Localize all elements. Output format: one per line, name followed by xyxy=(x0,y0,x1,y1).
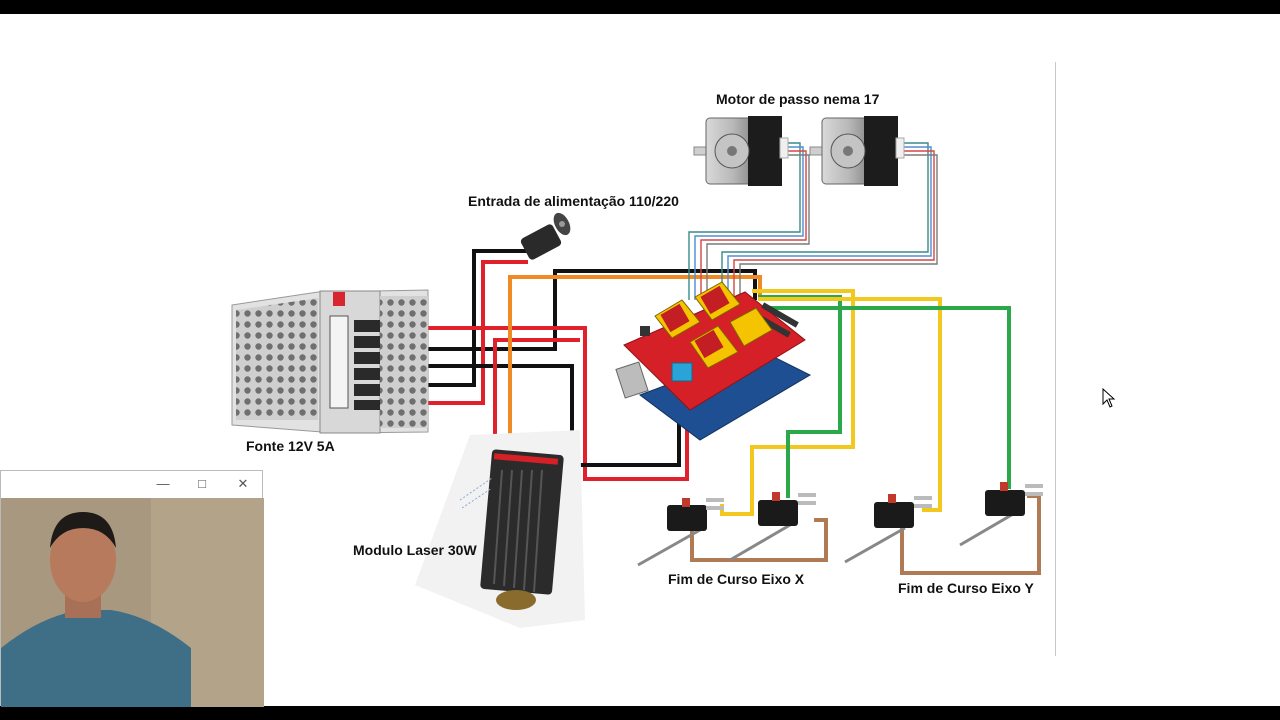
slide-divider xyxy=(1055,62,1056,656)
label-power-input: Entrada de alimentação 110/220 xyxy=(468,193,679,209)
presenter-image xyxy=(1,498,264,707)
label-psu: Fonte 12V 5A xyxy=(246,438,335,454)
label-motor: Motor de passo nema 17 xyxy=(716,91,880,107)
endstop-y-1 xyxy=(844,494,932,564)
stepper-motor-2 xyxy=(809,116,905,186)
wire-motor-1-ribbon xyxy=(688,142,810,300)
webcam-window[interactable]: — □ ✕ xyxy=(0,470,264,707)
power-input-jack xyxy=(520,212,571,260)
minimize-icon[interactable]: — xyxy=(156,476,170,491)
wire-power-input-red xyxy=(380,260,528,405)
wiring-diagram: Motor de passo nema 17 Entrada de alimen… xyxy=(231,91,1043,628)
laser-module-30w xyxy=(415,430,585,628)
wire-psu-red-top xyxy=(380,326,689,481)
label-laser: Modulo Laser 30W xyxy=(353,542,477,558)
cnc-shield-board xyxy=(615,281,812,441)
mouse-cursor-icon xyxy=(1102,387,1116,408)
wire-laser-orange xyxy=(508,275,762,466)
stepper-motor-1 xyxy=(693,116,789,186)
wire-endstop-y-green xyxy=(758,306,1011,489)
stepper-driver-2 xyxy=(694,281,741,321)
stepper-driver-4 xyxy=(729,307,773,347)
stepper-driver-3 xyxy=(689,325,739,369)
label-endstop-y: Fim de Curso Eixo Y xyxy=(898,580,1035,596)
webcam-feed xyxy=(1,498,264,707)
wire-endstop-y-yellow xyxy=(758,297,942,512)
label-endstop-x: Fim de Curso Eixo X xyxy=(668,571,805,587)
maximize-icon[interactable]: □ xyxy=(198,476,206,491)
endstop-x-2 xyxy=(729,492,816,562)
wire-endstop-x-brown xyxy=(690,518,828,562)
wire-laser-red xyxy=(493,338,580,466)
power-supply-12v xyxy=(231,289,429,434)
webcam-titlebar[interactable]: — □ ✕ xyxy=(1,471,262,497)
expand-icon[interactable] xyxy=(1246,674,1270,698)
wire-endstop-x-yellow xyxy=(720,289,855,516)
stepper-driver-1 xyxy=(654,299,701,339)
wire-motor-2-ribbon xyxy=(721,142,938,300)
endstop-x-1 xyxy=(637,498,724,567)
close-icon[interactable]: ✕ xyxy=(237,476,249,491)
endstop-y-2 xyxy=(959,482,1043,547)
